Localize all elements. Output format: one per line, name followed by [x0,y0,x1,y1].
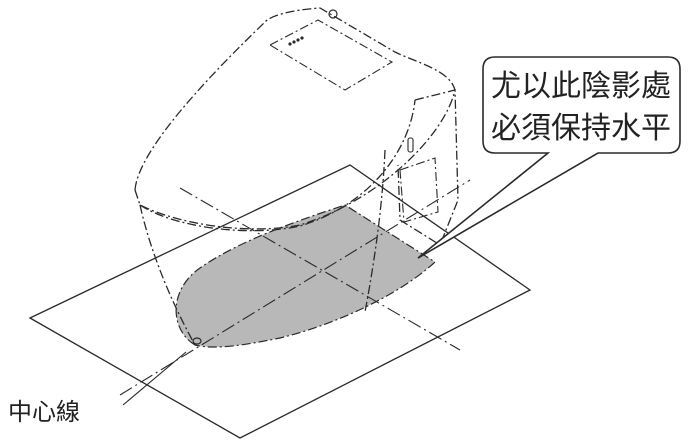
floor-plane [28,164,532,439]
shaded-base-area [175,204,436,348]
flush-lever [407,137,414,153]
bowl-left-side [139,204,196,346]
centerline-label: 中心線 [8,398,80,426]
control-panel [268,19,394,91]
bowl-right-side [364,149,386,313]
side-panel [399,157,439,223]
rear-tank [397,89,459,246]
callout-line-2: 必須保持水平 [491,111,671,146]
callout-bubble [417,56,681,259]
top-knob [328,9,338,19]
cross-axis [179,187,461,351]
centerline-leader [122,351,187,406]
lid-front-rim [139,99,416,232]
callout-line-1: 尤以此陰影處 [491,69,671,104]
centerline-marker [192,337,202,345]
control-buttons [288,36,304,46]
lid-top [134,7,456,230]
centerline-axis [119,179,471,396]
